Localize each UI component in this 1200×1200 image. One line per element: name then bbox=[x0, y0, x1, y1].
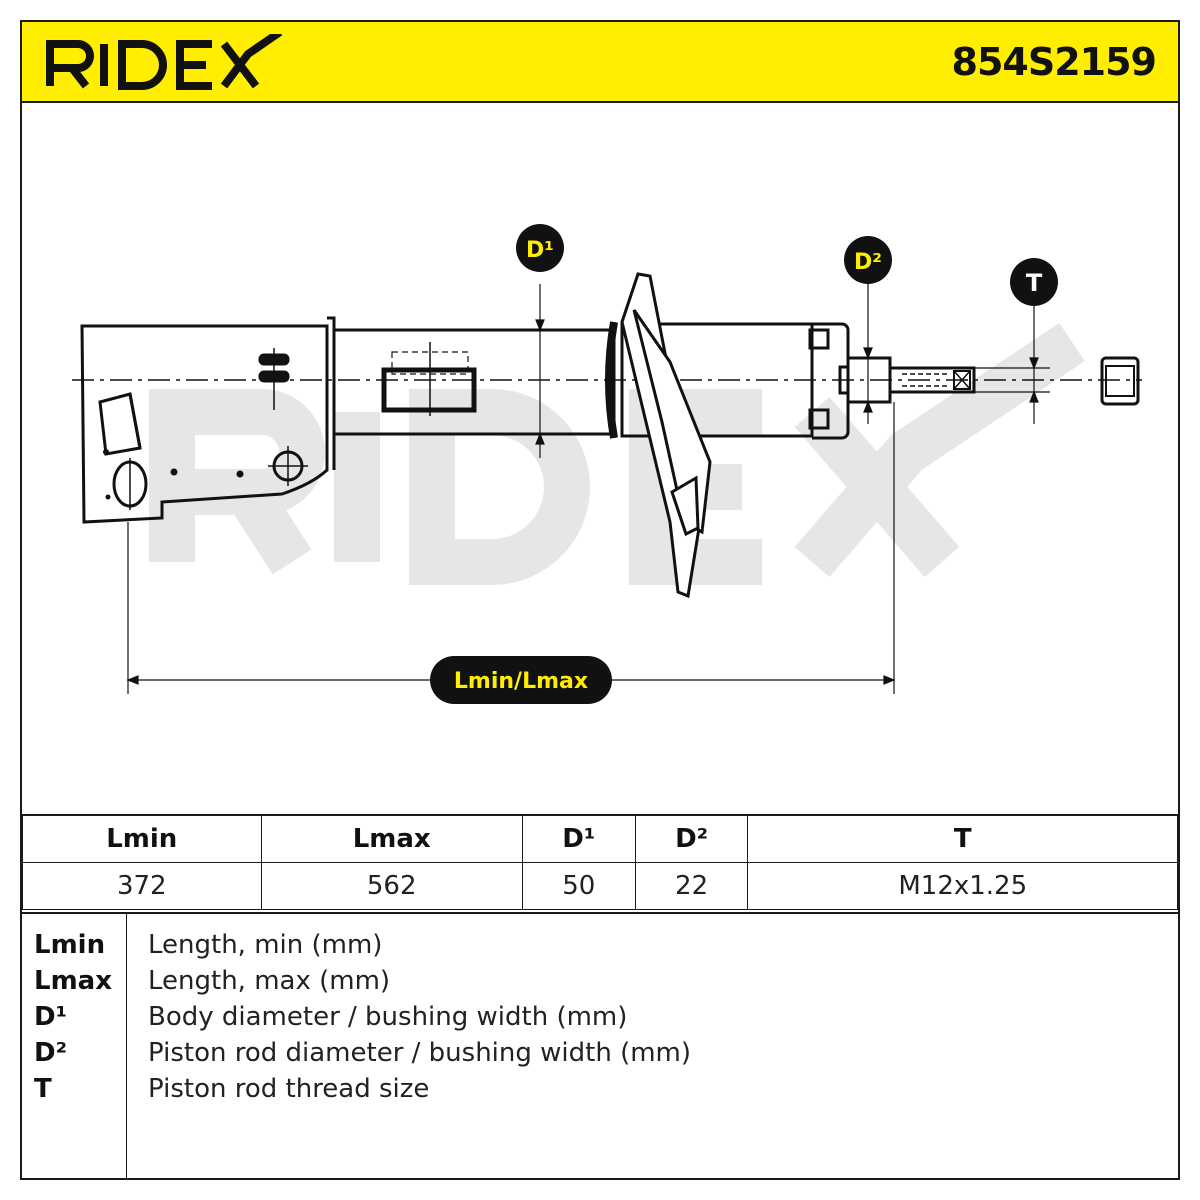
header-bar: 854S2159 bbox=[22, 22, 1178, 103]
specs-value-row: 372 562 50 22 M12x1.25 bbox=[22, 862, 1178, 910]
rod-nut bbox=[1100, 356, 1140, 406]
legend-divider bbox=[126, 914, 127, 1180]
bracket-holes bbox=[103, 449, 244, 500]
ridex-logo bbox=[46, 34, 283, 90]
specs-header-d1: D¹ bbox=[521, 814, 636, 863]
datasheet-frame: 854S2159 bbox=[20, 20, 1180, 1180]
spring-seat bbox=[620, 272, 712, 599]
shock-absorber-drawing: D¹ D² T Lmin/Lmax bbox=[72, 224, 1142, 704]
svg-text:Lmin/Lmax: Lmin/Lmax bbox=[454, 669, 588, 694]
callout-d2: D² bbox=[844, 236, 892, 284]
specs-header-t: T bbox=[747, 814, 1178, 863]
svg-text:T: T bbox=[1026, 269, 1043, 297]
legend-key: D¹ bbox=[34, 1002, 67, 1032]
ridex-watermark bbox=[149, 322, 1085, 585]
specs-value-d2: 22 bbox=[634, 862, 749, 910]
legend-key: T bbox=[34, 1074, 52, 1104]
piston-rod bbox=[838, 356, 976, 404]
callout-length: Lmin/Lmax bbox=[430, 656, 612, 704]
specs-value-lmax: 562 bbox=[260, 862, 523, 910]
callout-t: T bbox=[1010, 258, 1058, 306]
legend-desc: Length, min (mm) bbox=[148, 930, 383, 960]
legend-desc: Piston rod thread size bbox=[148, 1074, 430, 1104]
specs-header-lmin: Lmin bbox=[22, 814, 262, 863]
legend-key: Lmax bbox=[34, 966, 112, 996]
specs-header-row: Lmin Lmax D¹ D² T bbox=[22, 814, 1178, 863]
legend-key: Lmin bbox=[34, 930, 106, 960]
specs-value-t: M12x1.25 bbox=[747, 862, 1178, 910]
specs-header-d2: D² bbox=[634, 814, 749, 863]
specs-table: Lmin Lmax D¹ D² T 372 562 50 22 M12x1.25 bbox=[22, 814, 1178, 910]
legend-desc: Body diameter / bushing width (mm) bbox=[148, 1002, 628, 1032]
specs-value-lmin: 372 bbox=[22, 862, 262, 910]
body-tube bbox=[332, 321, 850, 440]
legend-desc: Length, max (mm) bbox=[148, 966, 391, 996]
legend-key: D² bbox=[34, 1038, 67, 1068]
specs-value-d1: 50 bbox=[521, 862, 636, 910]
callout-d1: D¹ bbox=[516, 224, 564, 272]
svg-text:D²: D² bbox=[854, 250, 882, 275]
svg-text:D¹: D¹ bbox=[526, 238, 554, 263]
legend: Lmin Length, min (mm) Lmax Length, max (… bbox=[22, 912, 1178, 1180]
part-number: 854S2159 bbox=[951, 40, 1157, 84]
legend-desc: Piston rod diameter / bushing width (mm) bbox=[148, 1038, 692, 1068]
specs-header-lmax: Lmax bbox=[260, 814, 523, 863]
